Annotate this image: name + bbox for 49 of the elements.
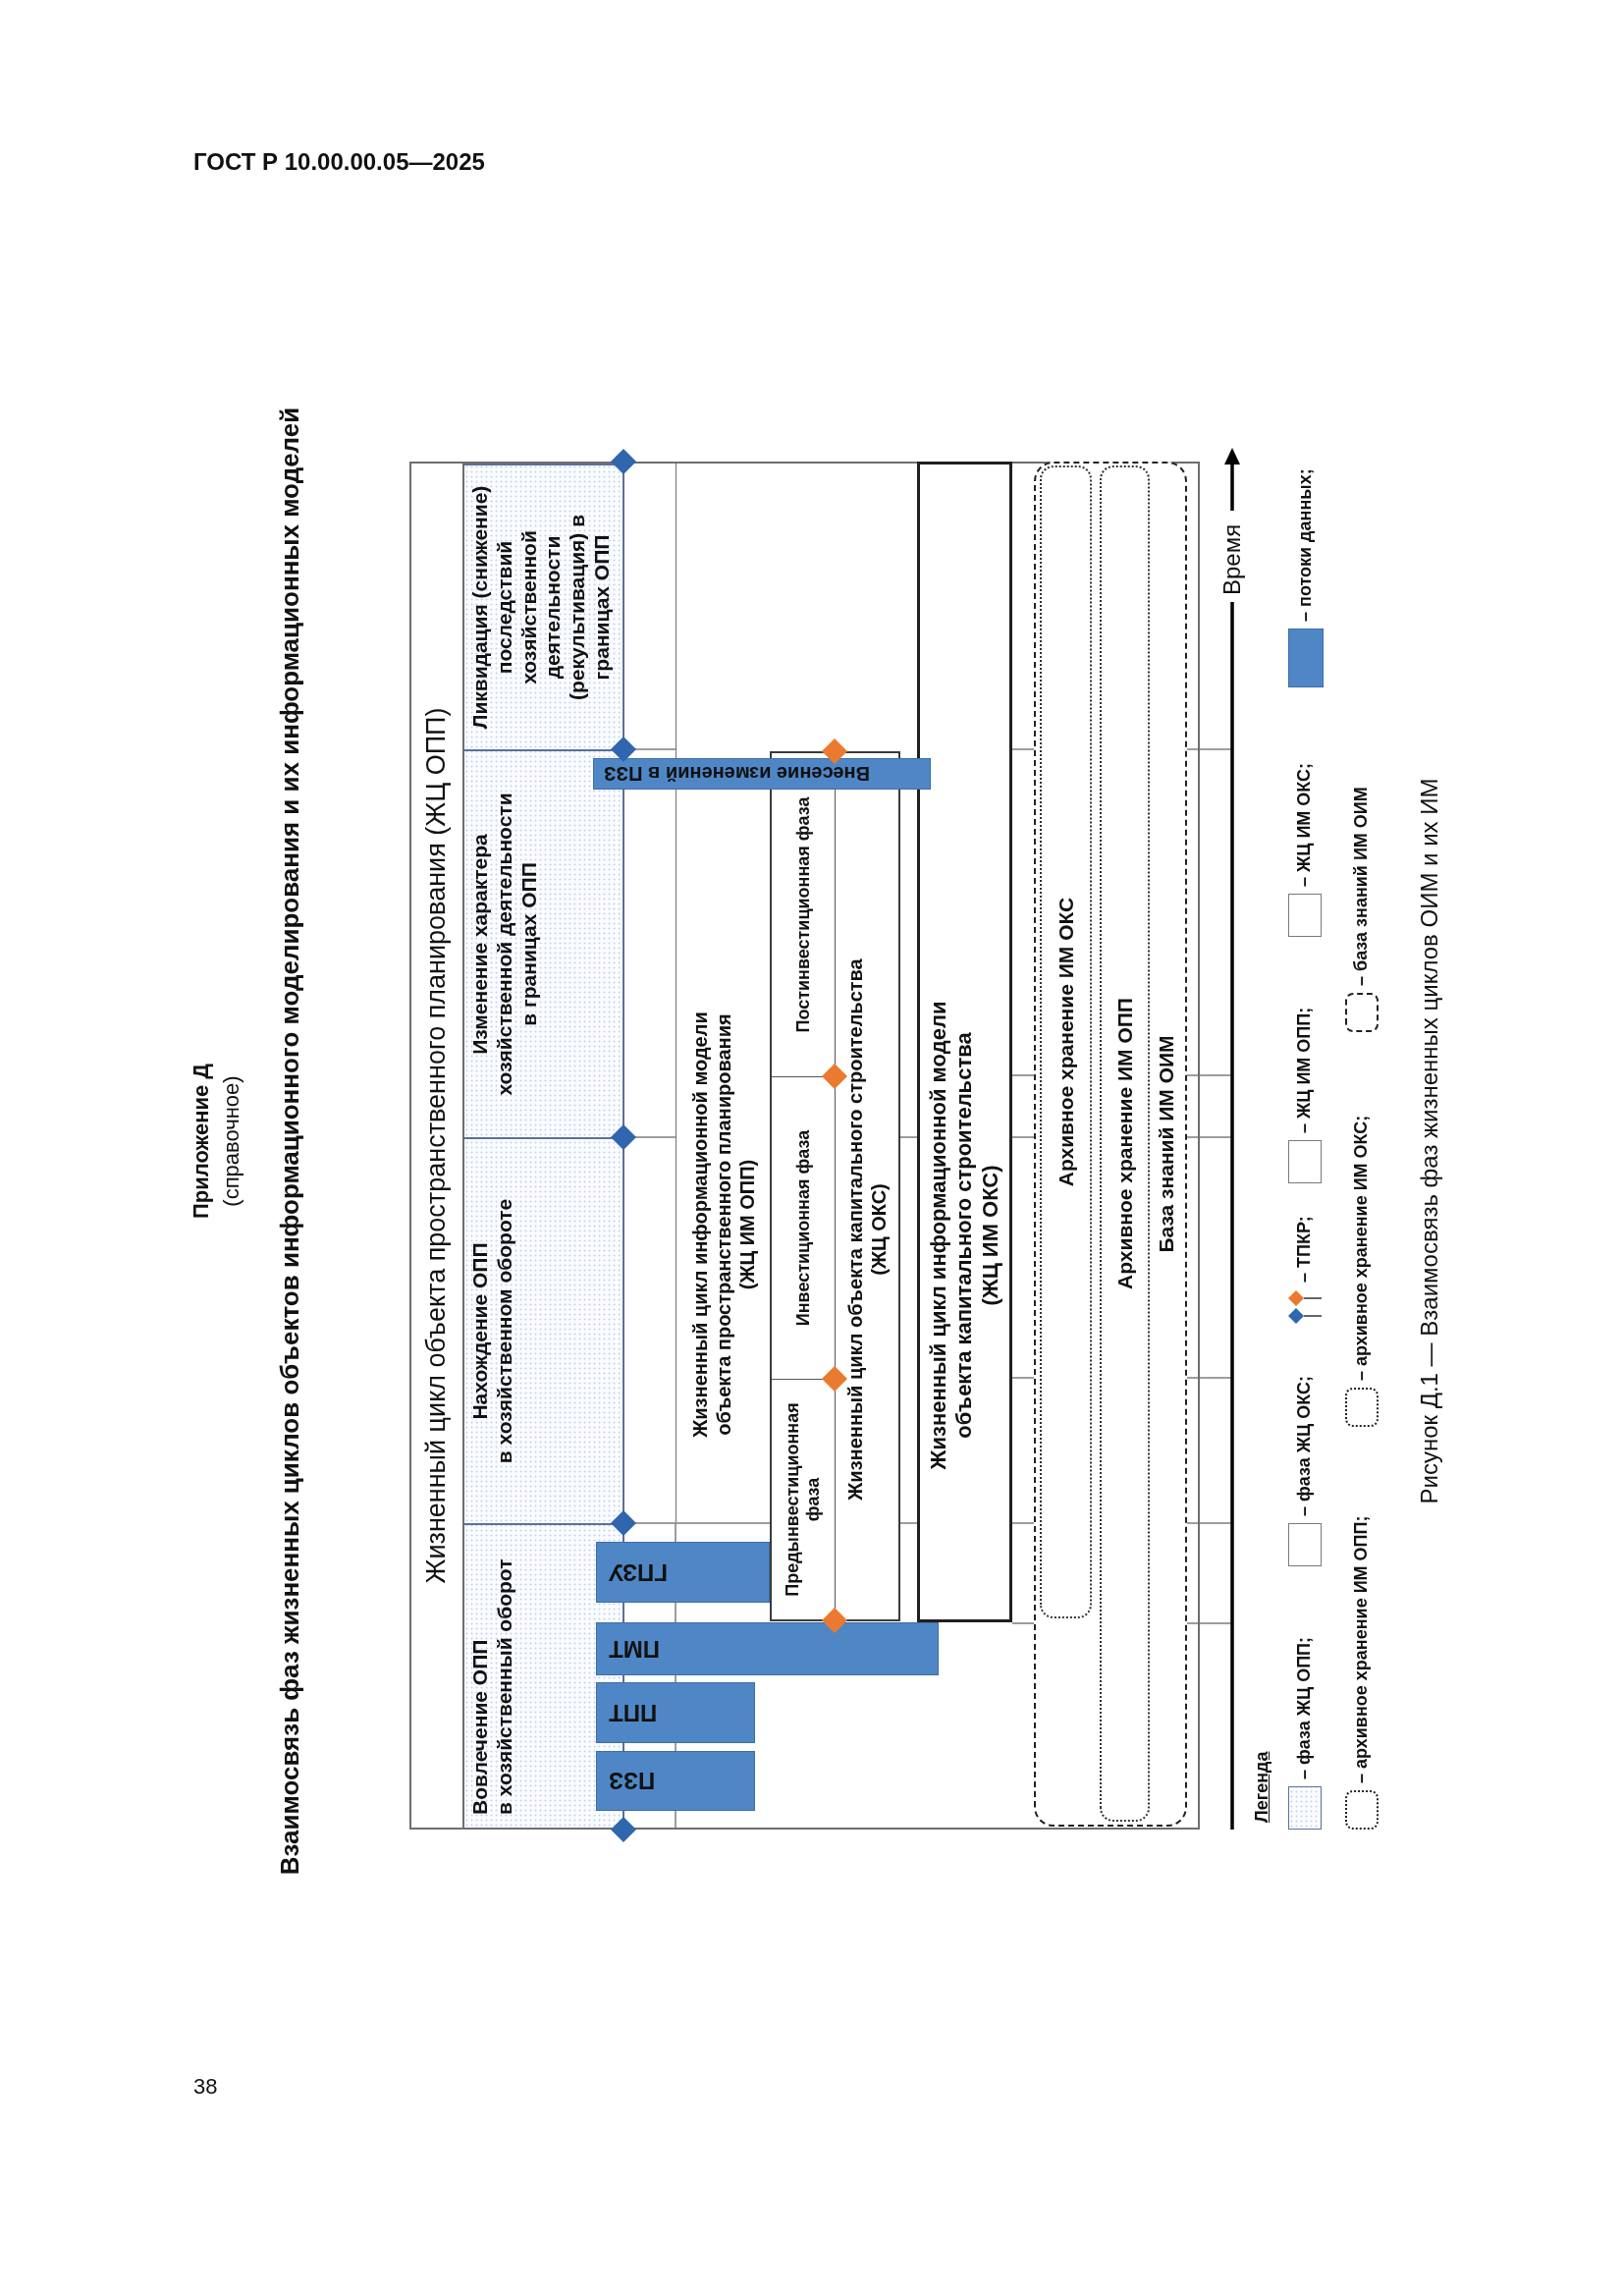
phase-cell	[464, 1137, 624, 1523]
legend-label: – фаза ЖЦ ОПП;	[1294, 1637, 1316, 1779]
phase-label: Предынвестиционная фаза	[783, 1402, 824, 1597]
legend-label: – потоки данных;	[1295, 468, 1317, 622]
legend-label: – база знаний ИМ ОИМ	[1351, 787, 1373, 986]
dotted-outline	[1040, 465, 1092, 1618]
appendix-title: Приложение Д	[189, 1064, 214, 1219]
legend-label: – архивное хранение ИМ ОПП;	[1351, 1515, 1373, 1783]
phase-label: Инвестиционная фаза	[792, 1129, 814, 1327]
outline-label: Архивное хранение ИМ ОПП	[1111, 998, 1137, 1289]
legend-label: – архивное хранение ИМ ОКС;	[1351, 1115, 1373, 1381]
figure-caption: Рисунок Д.1 — Взаимосвязь фаз жизненных циклов ОИМ и их ИМ	[1416, 778, 1443, 1504]
page-header: ГОСТ Р 10.00.00.05—2025	[193, 148, 485, 177]
bar-label: ГПЗУ	[609, 1559, 668, 1585]
phase-label: Вовлечение ОПП в хозяйственный оборот	[468, 1558, 516, 1815]
legend-label: – фаза ЖЦ ОКС;	[1294, 1376, 1316, 1516]
bar-label: Внесение изменений в ПЗЗ	[604, 763, 871, 785]
phase-cell	[464, 464, 624, 749]
phase-label: Изменение характера хозяйственной деятельности в границах ОПП	[468, 793, 541, 1096]
phase-label: Ликвидация (снижение) последствий хозяйственной деятельности (рекультивация) в границах ОПП	[468, 485, 614, 730]
dashed-outline	[1034, 462, 1187, 1827]
bar-label: ПМТ	[609, 1636, 660, 1662]
lifecycle-frame	[409, 462, 1200, 1830]
data-flow-bar	[596, 1682, 755, 1743]
row-label: Жизненный цикл информационной модели объекта пространственного планирования (ЖЦ ИМ ОПП)	[687, 1011, 759, 1438]
lifecycle-box	[770, 751, 900, 1621]
dotted-outline	[1100, 465, 1150, 1822]
frame-title: Жизненный цикл объекта пространственного планирования (ЖЦ ОПП)	[421, 707, 453, 1584]
legend-title: Легенда	[1252, 1751, 1272, 1823]
lifecycle-box	[917, 462, 1012, 1622]
bar-label: ПЗЗ	[609, 1768, 656, 1794]
bar-label: ППТ	[609, 1700, 658, 1725]
outline-label: База знаний ИМ ОИМ	[1154, 1035, 1179, 1253]
axis-label: Время	[1218, 523, 1246, 595]
appendix-note: (справочное)	[219, 1075, 244, 1207]
legend-label: – ЖЦ ИМ ОКС;	[1294, 762, 1316, 887]
legend-label: – ТПКР;	[1294, 1216, 1316, 1283]
outline-label: Архивное хранение ИМ ОКС	[1053, 897, 1078, 1187]
data-flow-bar	[596, 1542, 770, 1603]
box-label: Жизненный цикл объекта капитального строительства (ЖЦ ОКС)	[843, 958, 891, 1501]
figure-title: Взаимосвязь фаз жизненных циклов объектов информационного моделирования и их информационных моделей	[275, 407, 305, 1876]
box-label: Жизненный цикл информационной модели объекта капитального строительства (ЖЦ ИМ ОКС)	[925, 1001, 1003, 1470]
legend-label: – ЖЦ ИМ ОПП;	[1294, 1007, 1316, 1133]
data-flow-bar	[593, 758, 931, 790]
page-number: 38	[193, 2074, 218, 2101]
phase-label: Нахождение ОПП в хозяйственном обороте	[468, 1198, 516, 1464]
phase-label: Постинвестиционная фаза	[792, 796, 814, 1033]
data-flow-bar	[596, 1751, 755, 1811]
data-flow-bar	[596, 1622, 939, 1675]
